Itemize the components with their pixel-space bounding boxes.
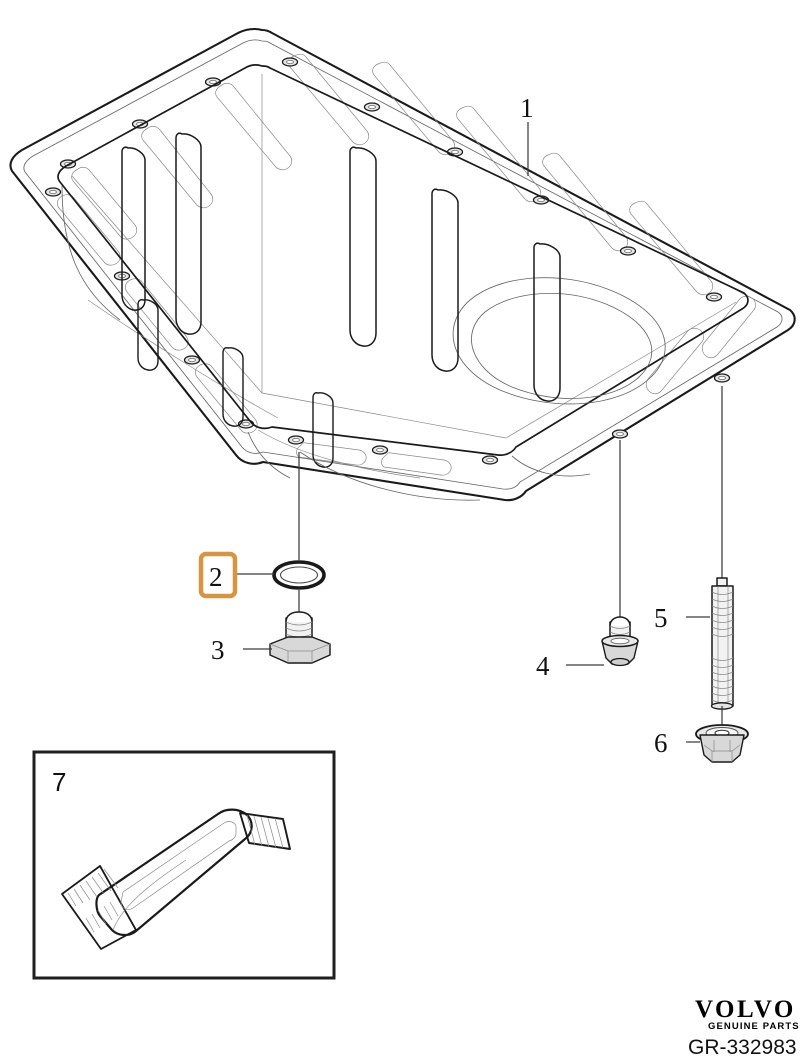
callout-2-group[interactable]: 2 bbox=[198, 551, 274, 599]
inset-box-sealant: 7 bbox=[32, 750, 336, 980]
brand-block: VOLVO GENUINE PARTS GR-332983 bbox=[688, 996, 800, 1059]
callout-2-highlight-box bbox=[198, 551, 238, 599]
part-flange-nut bbox=[695, 706, 749, 763]
callout-3-label: 3 bbox=[211, 635, 225, 665]
callout-3-group: 3 bbox=[211, 635, 272, 665]
volvo-wordmark: VOLVO bbox=[695, 996, 796, 1023]
callout-1-label: 1 bbox=[520, 93, 534, 123]
callout-5-group: 5 bbox=[654, 603, 710, 633]
part-oil-sump-pan bbox=[9, 27, 796, 502]
baffle-ribs bbox=[121, 132, 561, 468]
part-sealant-tube bbox=[61, 808, 291, 950]
volvo-tagline: GENUINE PARTS bbox=[708, 1021, 800, 1032]
callout-4-label: 4 bbox=[536, 651, 550, 681]
callout-6-group: 6 bbox=[654, 728, 700, 758]
callout-2-label: 2 bbox=[209, 562, 223, 592]
reference-code: GR-332983 bbox=[688, 1036, 797, 1059]
callout-6-label: 6 bbox=[654, 728, 668, 758]
inset-box-border bbox=[32, 750, 336, 980]
callout-4-group: 4 bbox=[536, 651, 604, 681]
callout-5-label: 5 bbox=[654, 603, 668, 633]
part-flange-bolt bbox=[601, 440, 639, 667]
callout-7-label: 7 bbox=[52, 767, 66, 797]
callout-1-group: 1 bbox=[520, 93, 534, 176]
flange-bolt-holes bbox=[44, 57, 731, 465]
part-drain-plug-seal-ring bbox=[272, 452, 326, 622]
part-stud-bolt bbox=[710, 386, 734, 710]
part-oil-drain-plug bbox=[269, 611, 331, 664]
